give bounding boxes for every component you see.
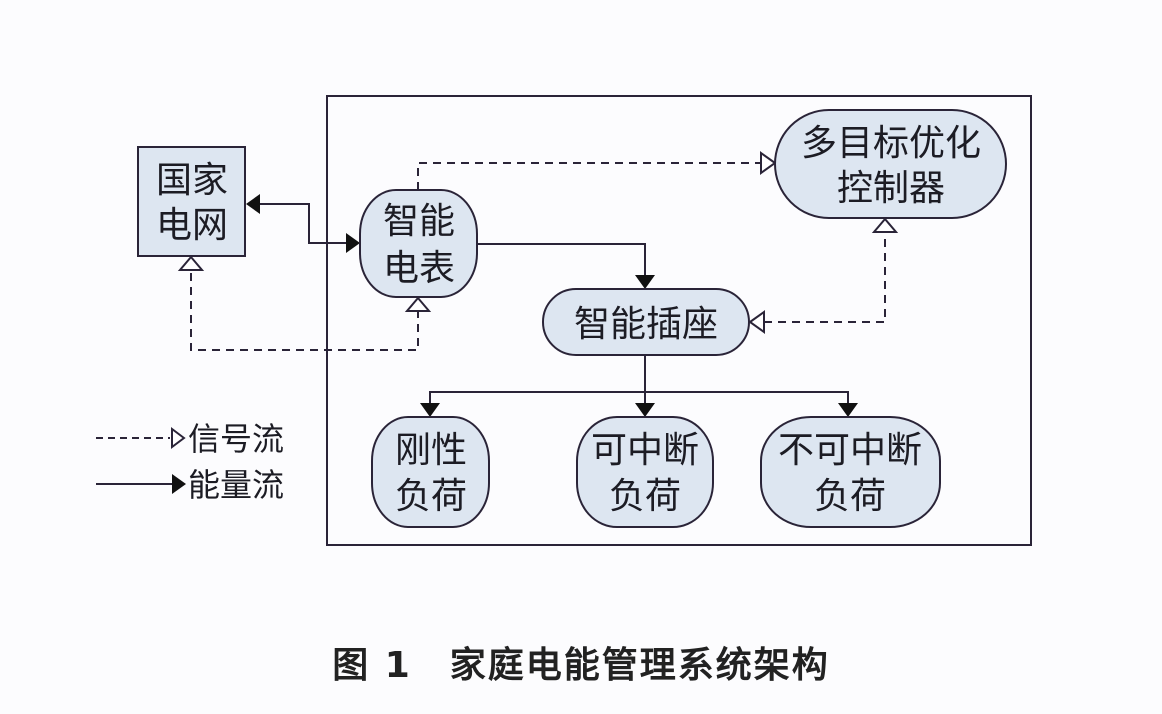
- node-smart-socket-label: 智能插座: [574, 304, 718, 345]
- signal-arrowhead-socket: [748, 310, 765, 334]
- signal-arrowhead-controller-bottom: [871, 217, 899, 233]
- energy-arrowhead-meter: [346, 233, 360, 253]
- node-state-grid-line1: 国家: [156, 160, 228, 201]
- node-controller-line1: 多目标优化: [801, 123, 981, 164]
- energy-arrowhead-interruptible-load: [635, 403, 655, 417]
- energy-line-meter-socket: [477, 243, 646, 276]
- legend-energy-arrowhead: [172, 474, 186, 494]
- node-state-grid: 国家 电网: [137, 146, 246, 257]
- node-smart-meter-line2: 电表: [383, 248, 455, 289]
- energy-line-load-branch: [429, 391, 849, 404]
- figure-number: 图 1: [332, 645, 412, 686]
- node-smart-meter: 智能 电表: [359, 189, 478, 298]
- legend: 信号流 能量流: [96, 420, 284, 504]
- legend-energy-label: 能量流: [188, 466, 284, 504]
- figure-caption: 图 1 家庭电能管理系统架构: [0, 636, 1162, 688]
- signal-line-meter-grid: [190, 272, 419, 351]
- node-smart-socket: 智能插座: [542, 288, 750, 356]
- signal-arrowhead-controller: [760, 151, 777, 175]
- signal-line-socket-controller: [764, 233, 886, 323]
- signal-arrowhead-grid: [177, 255, 205, 271]
- node-rigid-load-line1: 刚性: [395, 430, 467, 471]
- node-non-interruptible-load: 不可中断 负荷: [760, 416, 941, 528]
- legend-signal-arrowhead: [171, 427, 186, 449]
- node-rigid-load: 刚性 负荷: [371, 416, 490, 528]
- node-non-interruptible-load-line2: 负荷: [814, 476, 886, 517]
- signal-line-meter-controller: [417, 162, 760, 190]
- node-interruptible-load: 可中断 负荷: [576, 416, 714, 528]
- energy-arrowhead-socket: [635, 275, 655, 289]
- legend-signal-label: 信号流: [188, 420, 284, 458]
- node-non-interruptible-load-line1: 不可中断: [778, 430, 922, 471]
- node-state-grid-line2: 电网: [156, 205, 228, 246]
- node-controller-line2: 控制器: [837, 168, 945, 209]
- energy-arrowhead-rigid-load: [420, 403, 440, 417]
- signal-arrowhead-meter: [404, 296, 432, 312]
- figure-title: 家庭电能管理系统架构: [449, 645, 830, 686]
- energy-line-grid-meter: [258, 203, 347, 244]
- node-smart-meter-line1: 智能: [383, 201, 455, 242]
- energy-arrowhead-non-interruptible-load: [838, 403, 858, 417]
- node-controller: 多目标优化 控制器: [774, 109, 1007, 219]
- energy-arrowhead-grid: [246, 194, 260, 214]
- node-interruptible-load-line2: 负荷: [609, 476, 681, 517]
- home-boundary-box: [326, 95, 1032, 546]
- node-rigid-load-line2: 负荷: [395, 476, 467, 517]
- node-interruptible-load-line1: 可中断: [591, 430, 699, 471]
